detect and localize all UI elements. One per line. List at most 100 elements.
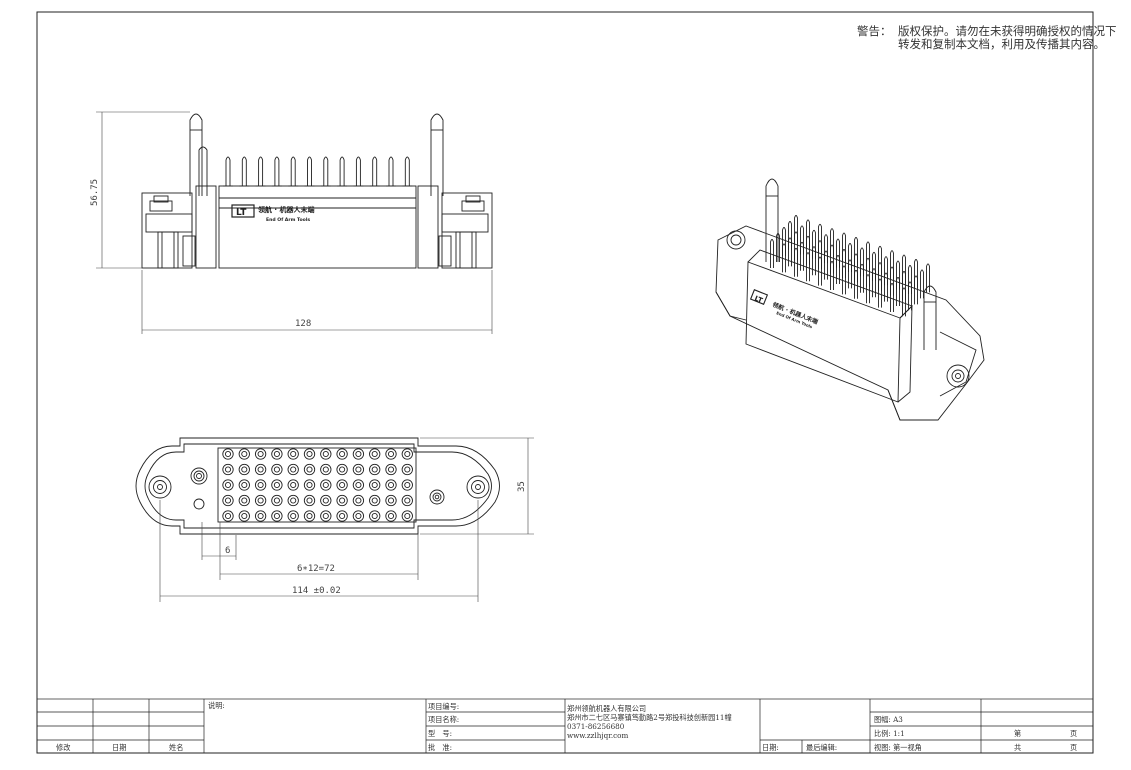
top-contact-inner bbox=[257, 512, 264, 520]
dim-width-front: 128 bbox=[295, 319, 311, 329]
front-contact-pin bbox=[355, 156, 361, 186]
page-ye-1: 页 bbox=[1070, 729, 1078, 738]
iso-contact-pin bbox=[776, 233, 780, 262]
top-contact-inner bbox=[290, 497, 297, 504]
top-contact-outer bbox=[303, 479, 316, 491]
iso-contact-pin bbox=[806, 219, 810, 249]
top-contact-outer bbox=[238, 448, 250, 460]
top-contact-inner bbox=[371, 466, 378, 473]
top-contact-inner bbox=[355, 512, 362, 520]
iso-contact-pin bbox=[812, 229, 816, 259]
dim-pitch: 6 bbox=[225, 546, 230, 556]
top-contact-inner bbox=[257, 466, 264, 473]
top-contact-inner bbox=[224, 466, 232, 473]
top-contact-inner bbox=[322, 481, 329, 489]
top-contact-outer bbox=[254, 448, 267, 460]
top-contact-inner bbox=[290, 450, 297, 458]
top-contact-inner bbox=[257, 450, 264, 458]
top-contact-outer bbox=[222, 463, 234, 476]
top-contact-outer bbox=[271, 448, 283, 460]
iso-contact-pin bbox=[890, 250, 894, 280]
top-contact-outer bbox=[303, 510, 316, 522]
top-contact-outer bbox=[254, 479, 267, 491]
iso-contact-pin bbox=[770, 239, 774, 268]
top-contact-inner bbox=[404, 497, 411, 504]
top-contact-inner bbox=[290, 466, 297, 473]
top-contact-outer bbox=[401, 494, 413, 507]
top-contact-outer bbox=[369, 479, 381, 491]
front-contact-pin bbox=[372, 156, 378, 186]
top-contact-inner bbox=[224, 512, 232, 520]
company-phone: 0371-86256680 bbox=[567, 722, 625, 731]
front-contact-pin bbox=[323, 156, 329, 186]
company-address: 郑州市二七区马寨镇笃勤路2号郑投科技创新园11幢 bbox=[567, 713, 732, 722]
top-contact-outer bbox=[352, 510, 365, 522]
front-contact-pin bbox=[225, 156, 231, 186]
top-contact-inner bbox=[339, 481, 346, 489]
top-contact-outer bbox=[336, 448, 348, 460]
top-contact-outer bbox=[303, 494, 316, 507]
top-contact-outer bbox=[287, 479, 299, 491]
top-contact-inner bbox=[387, 497, 395, 504]
top-contact-inner bbox=[404, 450, 411, 458]
iso-contact-pin bbox=[818, 223, 822, 253]
top-contact-inner bbox=[257, 481, 264, 489]
page-gong: 共 bbox=[1014, 743, 1022, 752]
iso-contact-pin bbox=[896, 260, 900, 290]
approve-label: 批 准: bbox=[428, 743, 452, 752]
top-contact-outer bbox=[287, 510, 299, 522]
top-contact-outer bbox=[320, 463, 332, 476]
top-contact-outer bbox=[222, 510, 234, 522]
top-contact-outer bbox=[222, 448, 234, 460]
top-contact-outer bbox=[238, 479, 250, 491]
dim-pins: 6∗12=72 bbox=[297, 564, 335, 574]
top-contact-outer bbox=[271, 463, 283, 476]
col-date: 日期 bbox=[112, 743, 127, 752]
title-block bbox=[36, 698, 1094, 754]
top-contact-inner bbox=[404, 512, 411, 520]
iso-contact-pin bbox=[794, 215, 798, 244]
front-contact-pin bbox=[290, 156, 296, 186]
top-contact-outer bbox=[352, 494, 365, 507]
top-contact-outer bbox=[336, 479, 348, 491]
top-contact-outer bbox=[369, 510, 381, 522]
iso-contact-pin bbox=[782, 227, 786, 256]
top-contact-inner bbox=[273, 497, 280, 504]
iso-contact-pin bbox=[830, 228, 834, 258]
top-contact-inner bbox=[339, 450, 346, 458]
front-contact-pin bbox=[339, 156, 345, 186]
dim-height-top: 35 bbox=[517, 481, 527, 492]
iso-contact-pin bbox=[902, 254, 906, 284]
top-contact-outer bbox=[336, 494, 348, 507]
top-contact-inner bbox=[306, 481, 313, 489]
top-contact-outer bbox=[254, 510, 267, 522]
top-contact-inner bbox=[257, 497, 264, 504]
page-ye-2: 页 bbox=[1070, 743, 1078, 752]
dim-total: 114 ±0.02 bbox=[292, 586, 341, 596]
iso-contact-pin bbox=[866, 241, 870, 271]
top-contact-outer bbox=[401, 479, 413, 491]
top-contact-outer bbox=[385, 448, 397, 460]
top-contact-inner bbox=[404, 481, 411, 489]
iso-contact-pin bbox=[788, 221, 792, 250]
top-contact-inner bbox=[355, 450, 362, 458]
top-contact-outer bbox=[287, 463, 299, 476]
front-logo: LT bbox=[236, 208, 247, 218]
top-contact-outer bbox=[385, 510, 397, 522]
top-contact-outer bbox=[401, 510, 413, 522]
top-contact-outer bbox=[254, 463, 267, 476]
page-di: 第 bbox=[1014, 729, 1022, 738]
top-contact-outer bbox=[271, 479, 283, 491]
top-contact-inner bbox=[306, 466, 313, 473]
top-contact-outer bbox=[320, 510, 332, 522]
top-contact-inner bbox=[339, 512, 346, 520]
scale: 比例: 1:1 bbox=[874, 729, 905, 738]
company-name: 郑州领航机器人有限公司 bbox=[567, 704, 647, 713]
front-contact-pin bbox=[241, 156, 247, 186]
top-contact-outer bbox=[401, 448, 413, 460]
sheet-size: 图幅: A3 bbox=[874, 715, 903, 724]
iso-contact-pin bbox=[842, 232, 846, 262]
top-contact-inner bbox=[290, 481, 297, 489]
top-contact-inner bbox=[241, 450, 248, 458]
